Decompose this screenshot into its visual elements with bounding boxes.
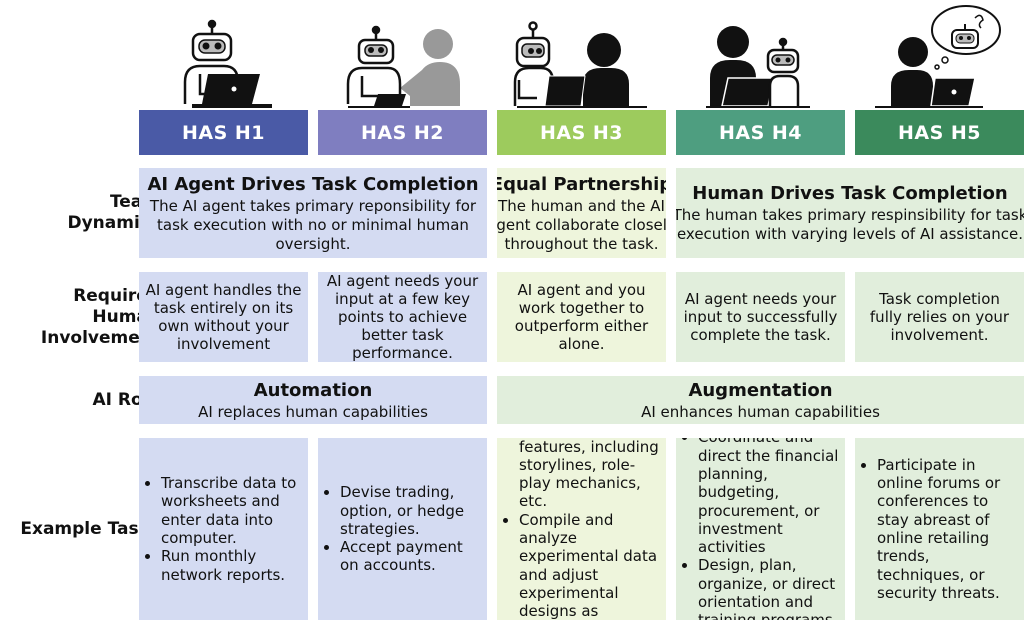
augmentation-desc: AI enhances human capabilities [641,402,880,421]
list-item: Devise trading, option, or hedge strateg… [340,483,483,538]
header-has-h5: HAS H5 [855,110,1024,155]
header-has-h2: HAS H2 [318,110,487,155]
tasks-h3-list: Create core game features, including sto… [497,438,662,620]
human-drives-title: Human Drives Task Completion [692,183,1008,204]
human-drives-desc: The human takes primary respinsibility f… [676,206,1024,243]
involvement-h3: AI agent and you work together to outper… [497,272,666,362]
human-with-thinking-robot-icon [855,4,1005,108]
header-has-h4: HAS H4 [676,110,845,155]
ai-role-automation: Automation AI replaces human capabilitie… [139,376,487,424]
list-item: Coordinate and direct the financial plan… [698,438,841,556]
automation-title: Automation [253,379,373,401]
involvement-h5: Task completion fully relies on your inv… [855,272,1024,362]
team-dynamics-human-drives: Human Drives Task Completion The human t… [676,168,1024,258]
involvement-h4-text: AI agent needs your input to successfull… [683,290,838,344]
involvement-h5-text: Task completion fully relies on your inv… [869,290,1010,344]
tasks-h4-list: Coordinate and direct the financial plan… [676,438,841,620]
tasks-h5-list: Participate in online forums or conferen… [855,456,1020,602]
equal-title: Equal Partnership [497,173,666,195]
ai-drives-title: AI Agent Drives Task Completion [147,173,479,195]
header-has-h3: HAS H3 [497,110,666,155]
list-item: Design, plan, organize, or direct orient… [698,556,841,620]
list-item: Transcribe data to worksheets and enter … [161,474,304,547]
involvement-h1-text: AI agent handles the task entirely on it… [145,281,302,353]
list-item: Accept payment on accounts. [340,538,483,575]
row-label-example-tasks: Example Tasks [20,518,160,539]
list-item: Compile and analyze experimental data an… [519,511,662,620]
robot-and-human-icon [318,4,468,108]
ai-role-augmentation: Augmentation AI enhances human capabilit… [497,376,1024,424]
header-has-h1: HAS H1 [139,110,308,155]
list-item: Participate in online forums or conferen… [877,456,1020,602]
tasks-h2: Devise trading, option, or hedge strateg… [318,438,487,620]
human-with-robot-assistant-icon [676,4,826,108]
list-item: Create core game features, including sto… [519,438,662,511]
tasks-h3: Create core game features, including sto… [497,438,666,620]
tasks-h2-list: Devise trading, option, or hedge strateg… [318,483,483,574]
automation-desc: AI replaces human capabilities [198,402,428,421]
robot-human-collaboration-icon [497,4,647,108]
team-dynamics-ai-drives: AI Agent Drives Task Completion The AI a… [139,168,487,258]
involvement-h3-text: AI agent and you work together to outper… [514,281,649,353]
augmentation-title: Augmentation [688,379,833,401]
list-item: Run monthly network reports. [161,547,304,584]
involvement-h4: AI agent needs your input to successfull… [676,272,845,362]
tasks-h4: Coordinate and direct the financial plan… [676,438,845,620]
team-dynamics-equal: Equal Partnership The human and the AI a… [497,168,666,258]
robot-with-laptop-icon [140,4,290,108]
tasks-h1: Transcribe data to worksheets and enter … [139,438,308,620]
equal-desc: The human and the AI agent collaborate c… [497,196,666,253]
tasks-h5: Participate in online forums or conferen… [855,438,1024,620]
involvement-h2: AI agent needs your input at a few key p… [318,272,487,362]
involvement-h1: AI agent handles the task entirely on it… [139,272,308,362]
involvement-h2-text: AI agent needs your input at a few key p… [326,272,479,362]
ai-drives-desc: The AI agent takes primary reponsibility… [149,196,477,253]
tasks-h1-list: Transcribe data to worksheets and enter … [139,474,304,584]
